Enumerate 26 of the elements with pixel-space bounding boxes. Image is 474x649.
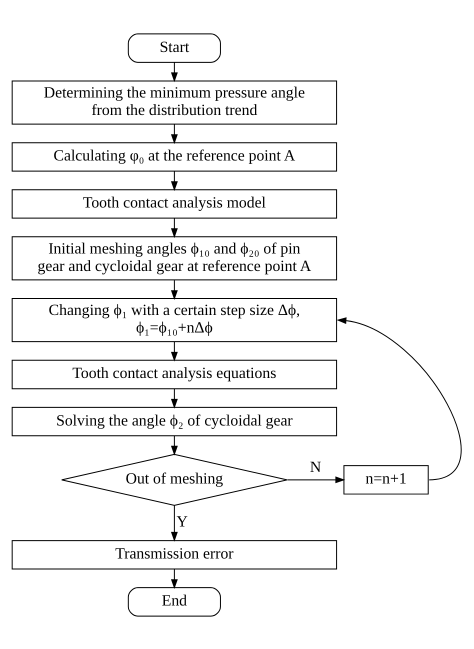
arrow: [170, 434, 178, 456]
arrow: [170, 568, 178, 589]
node-box: Determining the minimum pressure angle from the distribution trend: [12, 80, 338, 124]
arrow: [170, 61, 178, 82]
node-box: Solving the angle ϕ₂ of cycloidal gear: [12, 406, 338, 436]
edge-label: N: [310, 458, 322, 476]
node-box: n=n+1: [343, 464, 429, 494]
arrow: [170, 388, 178, 408]
node-box: Transmission error: [12, 540, 338, 570]
arrow: [170, 217, 178, 238]
arrow: [170, 123, 178, 144]
node-box: Changing ϕ₁ with a certain step size Δϕ, ϕ₁=ϕ₁₀+nΔϕ: [12, 298, 338, 342]
node-box: Tooth contact analysis equations: [12, 359, 338, 389]
node-diamond: Out of meshing: [61, 453, 288, 506]
node-box: Tooth contact analysis model: [12, 188, 338, 218]
arrow: [170, 170, 178, 191]
node-box: Initial meshing angles ϕ₁₀ and ϕ₂₀ of pin gear and cycloidal gear at reference point A: [12, 236, 338, 280]
edge-label: Y: [176, 513, 188, 530]
arrow: [286, 476, 346, 483]
node-box: End: [128, 586, 221, 616]
arrow: [170, 340, 178, 362]
node-box: Calculating φ₀ at the reference point A: [12, 142, 338, 172]
arrow: [336, 316, 462, 480]
node-box: Start: [128, 32, 221, 62]
arrow: [170, 504, 178, 542]
arrow: [170, 279, 178, 300]
